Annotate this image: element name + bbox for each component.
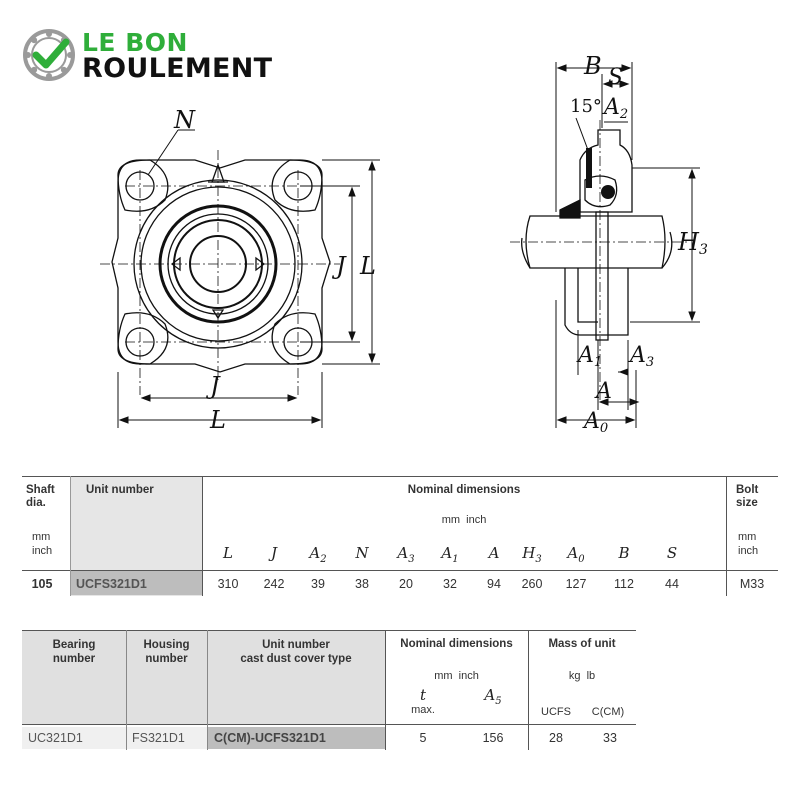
nominal-units: mm inch <box>441 514 487 526</box>
housing-number-value: FS321D1 <box>132 731 185 745</box>
dimension-value: 94 <box>487 577 501 591</box>
column-symbol: J <box>270 544 277 562</box>
dimension-value: 127 <box>565 577 587 591</box>
unit-number-header: Unit number <box>86 484 154 496</box>
label-A1: A1 <box>576 343 602 370</box>
table1-header-rule <box>22 570 778 571</box>
dimension-value: 112 <box>614 577 634 591</box>
table1-divider <box>202 476 203 596</box>
table2-top-rule <box>22 630 636 631</box>
mass-ccm-value: 33 <box>603 731 617 745</box>
brand-logo: LE BON ROULEMENT <box>22 26 302 86</box>
label-L-horizontal: L <box>209 406 226 434</box>
column-symbol: L <box>223 544 233 562</box>
dust-cover-unit-shade <box>208 727 385 749</box>
table2-header-rule <box>22 724 636 725</box>
column-symbol: S <box>666 544 678 562</box>
a5-value: 156 <box>482 731 504 745</box>
dimension-value: 39 <box>311 577 325 591</box>
label-A: A <box>594 379 612 404</box>
table2-nominal-header: Nominal dimensions <box>400 638 513 650</box>
dust-cover-unit-value: C(CM)-UCFS321D1 <box>214 731 326 745</box>
dimension-value: 242 <box>263 577 285 591</box>
table1-top-rule <box>22 476 778 477</box>
mass-units: kg lb <box>568 670 596 682</box>
logo-text-top: LE BON <box>82 28 188 57</box>
table2-header-shade <box>22 630 385 724</box>
a5-symbol: A5 <box>484 686 502 707</box>
unit-number-value: UCFS321D1 <box>76 577 147 591</box>
table2-divider <box>528 630 529 750</box>
shaft-dia-value: 105 <box>31 577 53 591</box>
dimension-value: 20 <box>399 577 413 591</box>
bolt-size-value: M33 <box>739 577 765 591</box>
mass-ucfs-label: UCFS <box>541 706 571 718</box>
table2-divider <box>385 630 386 750</box>
table1-divider <box>726 476 727 596</box>
dimension-value: 32 <box>443 577 457 591</box>
label-H3: H3 <box>677 228 708 258</box>
column-symbol: B <box>618 544 630 562</box>
dimension-value: 44 <box>665 577 679 591</box>
label-L-vertical: L <box>359 252 376 280</box>
unit-number-cell-shade <box>70 571 202 595</box>
column-symbol: A3 <box>397 544 415 565</box>
column-symbol: A1 <box>441 544 459 565</box>
t-max-label: max. <box>411 704 435 716</box>
column-symbol: A2 <box>309 544 327 565</box>
dimension-value: 310 <box>217 577 239 591</box>
column-symbol: H3 <box>522 544 542 565</box>
mass-ucfs-value: 28 <box>549 731 563 745</box>
label-A2: A2 <box>602 95 628 122</box>
logo-text-bottom: ROULEMENT <box>82 53 273 84</box>
dimension-value: 260 <box>521 577 543 591</box>
label-N: N <box>173 106 196 134</box>
t-value: 5 <box>419 731 427 745</box>
label-A3: A3 <box>628 343 654 370</box>
table2-row-shade <box>22 727 207 749</box>
table2-nominal-units: mm inch <box>434 670 479 682</box>
table1-divider <box>70 476 71 596</box>
label-S: S <box>608 65 623 90</box>
front-view-drawing: N J L J L <box>100 106 380 434</box>
label-B: B <box>583 52 602 80</box>
label-angle: 15° <box>570 96 602 117</box>
label-A0: A0 <box>582 409 608 436</box>
dimension-value: 38 <box>355 577 369 591</box>
side-view-drawing: B S 15° A2 H3 A1 A3 A A0 <box>510 52 708 436</box>
mass-ccm-label: C(CM) <box>591 706 625 718</box>
column-symbol: A0 <box>567 544 585 565</box>
bearing-check-icon <box>23 29 75 81</box>
table2-divider <box>207 630 208 750</box>
nominal-dimensions-header: Nominal dimensions <box>407 484 521 496</box>
table2-divider <box>126 630 127 750</box>
bearing-number-value: UC321D1 <box>28 731 83 745</box>
mass-header: Mass of unit <box>548 638 616 650</box>
column-symbol: A <box>488 544 500 562</box>
column-symbol: N <box>355 544 369 562</box>
t-symbol: t <box>419 686 427 704</box>
